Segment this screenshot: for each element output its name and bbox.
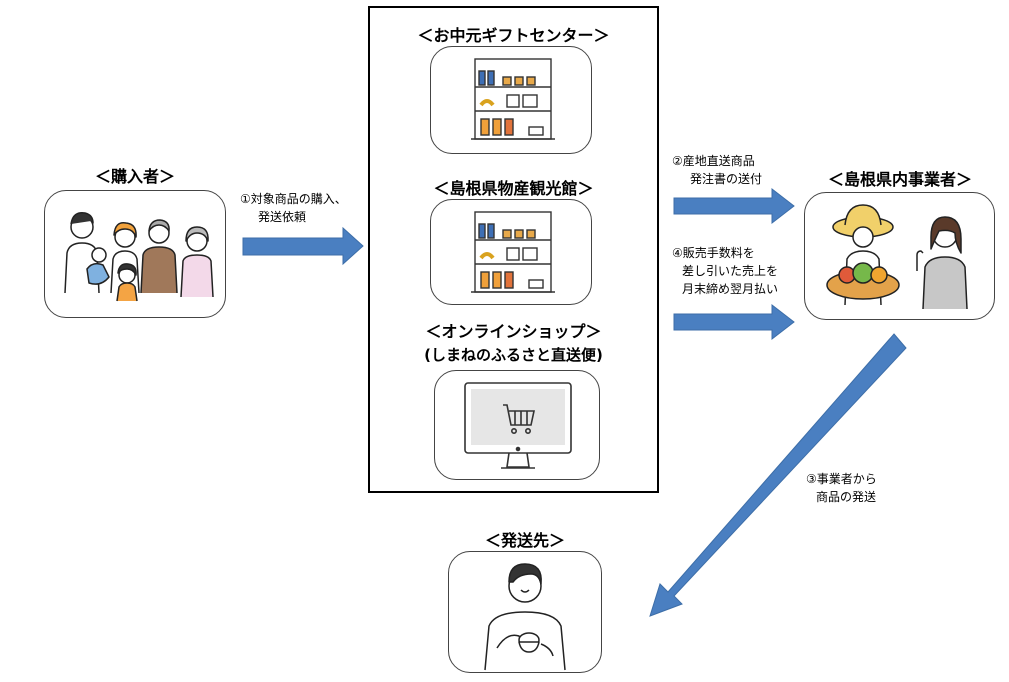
arrow-step2 bbox=[673, 187, 795, 225]
business-title: ＜島根県内事業者＞ bbox=[827, 170, 972, 189]
gift-center-title: ＜お中元ギフトセンター＞ bbox=[417, 26, 610, 45]
purchaser-card bbox=[44, 190, 226, 318]
online-shop-title: ＜オンラインショップ＞ bbox=[425, 322, 602, 341]
producers-illustration bbox=[826, 204, 968, 310]
monitor-cart-icon bbox=[464, 382, 572, 469]
step1-note: ①対象商品の購入、 発送依頼 bbox=[240, 190, 347, 226]
step2-note: ②産地直送商品 発注書の送付 bbox=[672, 152, 762, 188]
business-card bbox=[804, 192, 995, 320]
arrow-step1 bbox=[242, 226, 364, 266]
recipient-illustration bbox=[484, 563, 566, 671]
step4-line1: ④販売手数料を bbox=[672, 246, 755, 260]
step1-line1: ①対象商品の購入、 bbox=[240, 192, 347, 206]
sales-channels-box bbox=[368, 6, 659, 493]
arrow-step3 bbox=[649, 333, 907, 617]
step3-line1: ③事業者から bbox=[806, 472, 877, 486]
step2-line2: 発注書の送付 bbox=[690, 172, 763, 186]
purchaser-title: ＜購入者＞ bbox=[94, 167, 175, 186]
family-illustration bbox=[64, 211, 214, 302]
tourism-hall-title: ＜島根県物産観光館＞ bbox=[433, 179, 594, 198]
destination-card bbox=[448, 551, 602, 673]
store-shelf-icon bbox=[471, 58, 555, 140]
step2-line1: ②産地直送商品 bbox=[672, 154, 755, 168]
step3-line2: 商品の発送 bbox=[816, 490, 877, 504]
destination-title: ＜発送先＞ bbox=[484, 531, 565, 550]
step3-note: ③事業者から 商品の発送 bbox=[806, 470, 877, 506]
online-shop-subtitle: (しまねのふるさと直送便) bbox=[424, 346, 603, 364]
tourism-hall-card bbox=[430, 199, 592, 305]
step1-line2: 発送依頼 bbox=[258, 210, 307, 224]
step4-note: ④販売手数料を 差し引いた売上を 月末締め翌月払い bbox=[672, 244, 778, 298]
online-shop-card bbox=[434, 370, 600, 480]
gift-center-card bbox=[430, 46, 592, 154]
step4-line3: 月末締め翌月払い bbox=[682, 282, 779, 296]
store-shelf-icon-2 bbox=[471, 211, 555, 293]
step4-line2: 差し引いた売上を bbox=[682, 264, 779, 278]
arrow-step4 bbox=[673, 303, 795, 341]
